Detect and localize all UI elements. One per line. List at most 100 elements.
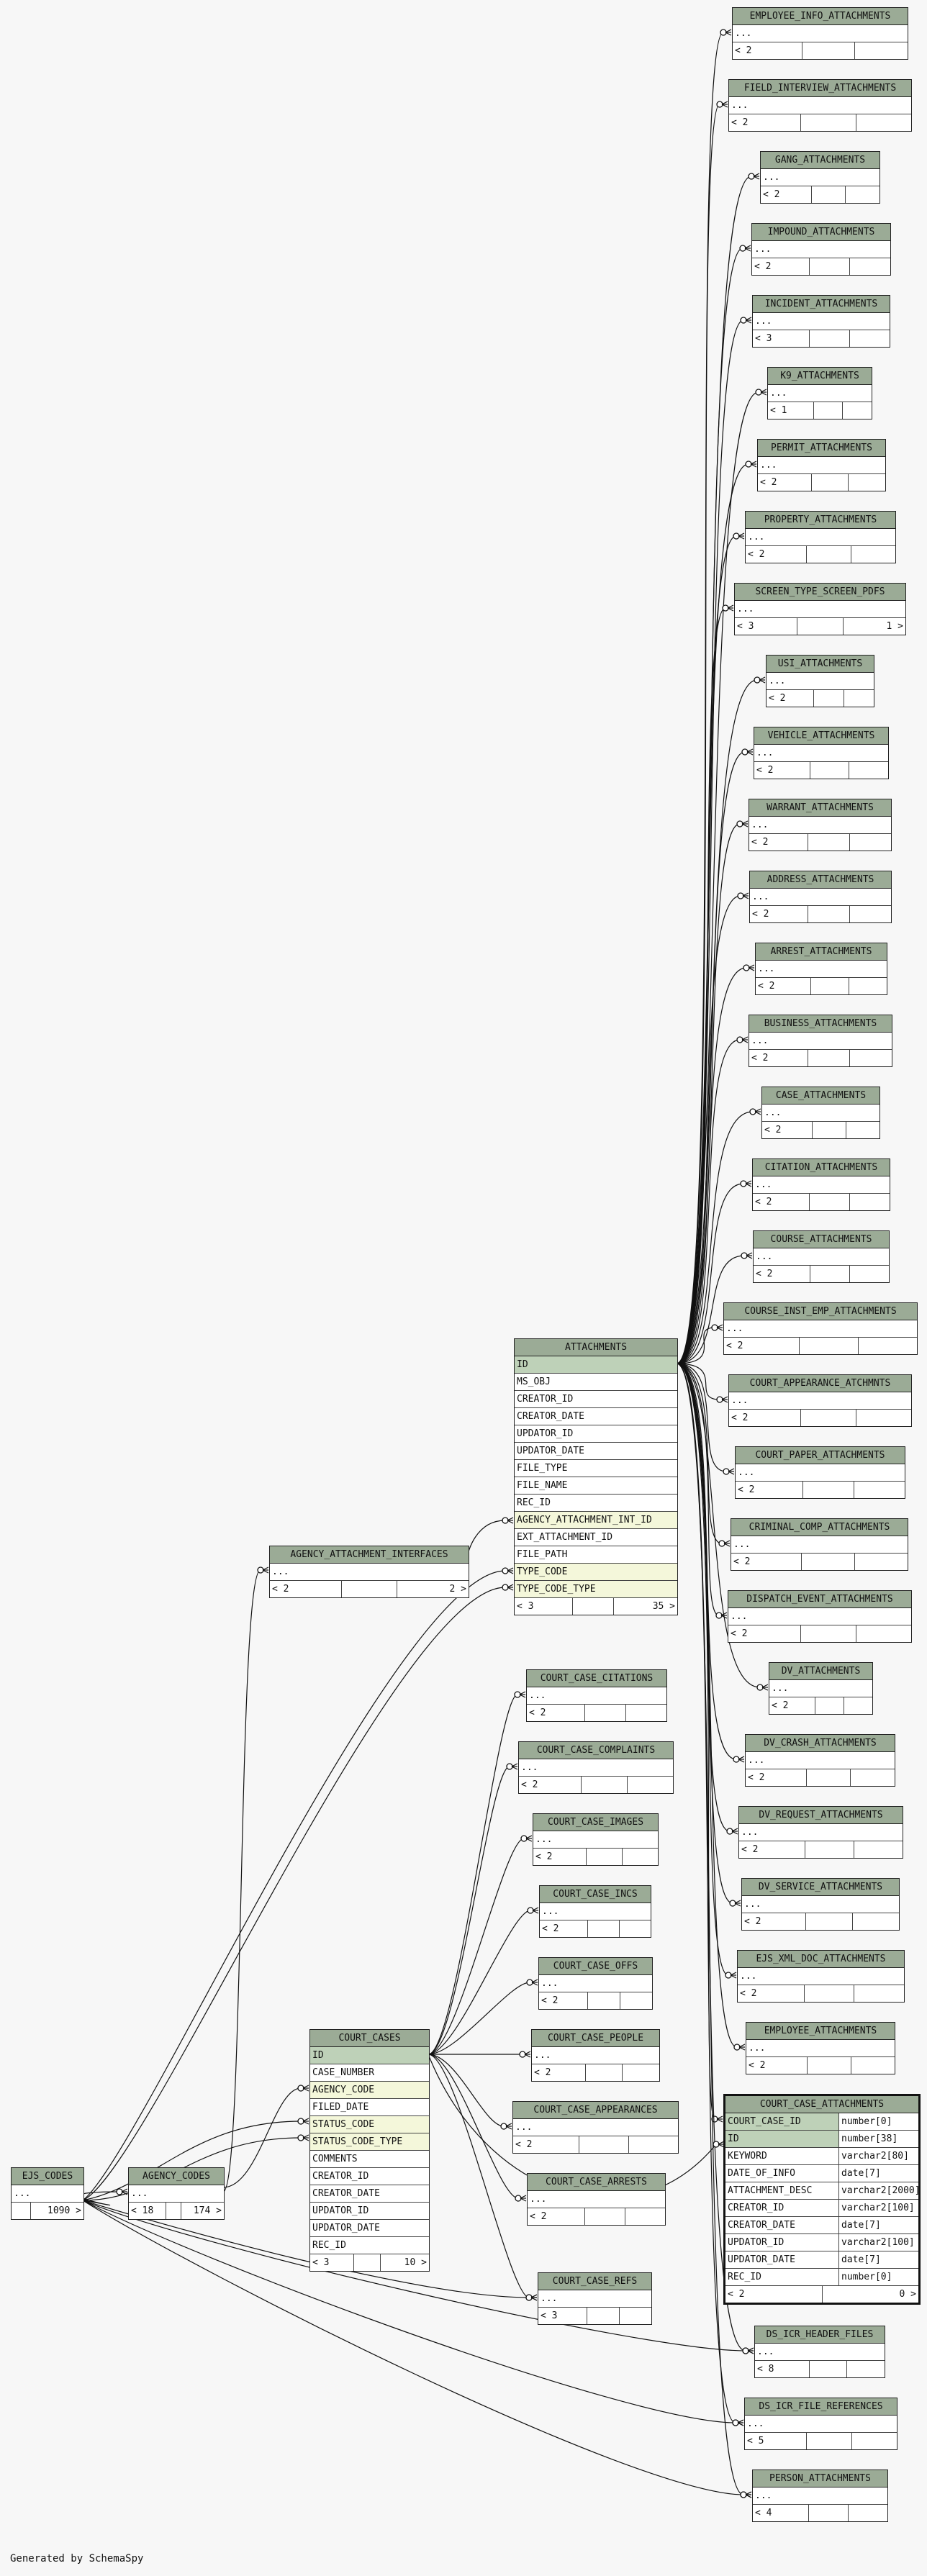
table-footer: < 2: [753, 1194, 890, 1210]
crowfoot-mark: [738, 2046, 746, 2051]
table-court-case-offs[interactable]: COURT_CASE_OFFS...< 2: [538, 1957, 653, 2010]
crowfoot-mark: [738, 532, 745, 537]
child-count: [629, 2136, 678, 2153]
child-count: [856, 114, 911, 131]
table-person-attachments[interactable]: PERSON_ATTACHMENTS...< 4: [752, 2470, 888, 2522]
table-ds-icr-header-files[interactable]: DS_ICR_HEADER_FILES...< 8: [754, 2326, 885, 2378]
table-dispatch-event-attachments[interactable]: DISPATCH_EVENT_ATTACHMENTS...< 2: [728, 1590, 912, 1643]
table-permit-attachments[interactable]: PERMIT_ATTACHMENTS...< 2: [757, 439, 886, 491]
fk-edge-attachments-property-attachments: [676, 535, 737, 1364]
table-course-attachments[interactable]: COURSE_ATTACHMENTS...< 2: [753, 1230, 890, 1283]
collapsed-columns: ...: [754, 745, 888, 762]
table-arrest-attachments[interactable]: ARREST_ATTACHMENTS...< 2: [755, 943, 887, 995]
parent-count: < 5: [745, 2433, 808, 2449]
table-warrant-attachments[interactable]: WARRANT_ATTACHMENTS...< 2: [749, 799, 892, 851]
table-property-attachments[interactable]: PROPERTY_ATTACHMENTS...< 2: [745, 511, 896, 563]
table-ds-icr-file-references[interactable]: DS_ICR_FILE_REFERENCES...< 5: [744, 2398, 897, 2450]
footer-cell: [166, 2203, 181, 2219]
table-address-attachments[interactable]: ADDRESS_ATTACHMENTS...< 2: [749, 871, 892, 923]
table-court-case-refs[interactable]: COURT_CASE_REFS...< 3: [538, 2272, 652, 2325]
crowfoot-mark: [744, 245, 751, 249]
table-header: CRIMINAL_COMP_ATTACHMENTS: [731, 1519, 908, 1536]
fk-edge-ejs-codes-attachments-type-code-type: [82, 1587, 506, 2201]
collapsed-columns: ...: [533, 1831, 658, 1849]
column-name: CREATOR_DATE: [725, 2217, 839, 2233]
crowfoot-mark: [511, 1766, 518, 1770]
crowfoot-mark: [507, 1570, 514, 1574]
table-court-case-people[interactable]: COURT_CASE_PEOPLE...< 2: [531, 2029, 660, 2082]
crowfoot-mark: [745, 317, 752, 321]
crowfoot-mark: [721, 104, 728, 108]
parent-count: < 2: [746, 546, 808, 563]
parent-count: < 2: [528, 2208, 585, 2225]
column-row: REC_ID: [310, 2237, 429, 2254]
table-court-case-incs[interactable]: COURT_CASE_INCS...< 2: [539, 1885, 651, 1938]
table-footer: 1090 >: [12, 2203, 83, 2219]
table-court-appearance-atchmnts[interactable]: COURT_APPEARANCE_ATCHMNTS...< 2: [728, 1374, 912, 1427]
collapsed-columns: ...: [768, 385, 872, 402]
table-course-inst-emp-attachments[interactable]: COURSE_INST_EMP_ATTACHMENTS...< 2: [723, 1302, 918, 1355]
table-usi-attachments[interactable]: USI_ATTACHMENTS...< 2: [766, 655, 874, 707]
table-impound-attachments[interactable]: IMPOUND_ATTACHMENTS...< 2: [751, 223, 891, 276]
table-dv-request-attachments[interactable]: DV_REQUEST_ATTACHMENTS...< 2: [738, 1806, 903, 1859]
table-case-attachments[interactable]: CASE_ATTACHMENTS...< 2: [761, 1087, 880, 1139]
table-field-interview-attachments[interactable]: FIELD_INTERVIEW_ATTACHMENTS...< 2: [728, 79, 912, 132]
fk-end-permit-attachments: [745, 461, 752, 468]
child-count: [850, 258, 890, 275]
crowfoot-mark: [532, 1910, 539, 1914]
fk-edge-attachments-course-inst-emp-attachments: [676, 1327, 715, 1364]
table-business-attachments[interactable]: BUSINESS_ATTACHMENTS...< 2: [749, 1015, 892, 1067]
table-footer: < 4: [753, 2505, 887, 2521]
table-k9-attachments[interactable]: K9_ATTACHMENTS...< 1: [767, 367, 872, 419]
table-header: DV_SERVICE_ATTACHMENTS: [742, 1879, 899, 1896]
crowfoot-mark: [745, 319, 752, 324]
table-employee-attachments[interactable]: EMPLOYEE_ATTACHMENTS...< 2: [746, 2022, 895, 2074]
crowfoot-mark: [730, 1972, 737, 1976]
fk-edge-attachments-address-attachments: [676, 895, 741, 1364]
table-citation-attachments[interactable]: CITATION_ATTACHMENTS...< 2: [752, 1158, 890, 1211]
table-header: COURT_CASE_CITATIONS: [527, 1670, 666, 1687]
table-header: ADDRESS_ATTACHMENTS: [750, 871, 891, 889]
table-dv-service-attachments[interactable]: DV_SERVICE_ATTACHMENTS...< 2: [741, 1878, 900, 1931]
table-court-case-arrests[interactable]: COURT_CASE_ARRESTS...< 2: [527, 2173, 666, 2226]
table-ejs-xml-doc-attachments[interactable]: EJS_XML_DOC_ATTACHMENTS...< 2: [737, 1950, 905, 2003]
fk-end-agency-codes: [116, 2188, 123, 2195]
table-dv-crash-attachments[interactable]: DV_CRASH_ATTACHMENTS...< 2: [745, 1734, 895, 1787]
footer-cell: [806, 1913, 853, 1930]
table-gang-attachments[interactable]: GANG_ATTACHMENTS...< 2: [760, 151, 880, 204]
crowfoot-mark: [530, 2294, 538, 2298]
collapsed-columns: ...: [528, 2191, 665, 2208]
collapsed-columns: ...: [749, 817, 891, 834]
table-dv-attachments[interactable]: DV_ATTACHMENTS...< 2: [769, 1662, 873, 1715]
parent-count: < 2: [728, 1625, 801, 1642]
crowfoot-mark: [748, 964, 755, 969]
table-vehicle-attachments[interactable]: VEHICLE_ATTACHMENTS...< 2: [754, 727, 889, 779]
parent-count: < 2: [532, 2064, 586, 2081]
table-court-case-citations[interactable]: COURT_CASE_CITATIONS...< 2: [526, 1669, 667, 1722]
crowfoot-mark: [760, 391, 767, 396]
fk-end-attachments-agency-attachment-int-id: [502, 1517, 509, 1524]
crowfoot-mark: [746, 748, 754, 753]
table-court-case-images[interactable]: COURT_CASE_IMAGES...< 2: [533, 1813, 659, 1866]
table-employee-info-attachments[interactable]: EMPLOYEE_INFO_ATTACHMENTS...< 2: [732, 7, 908, 60]
table-header: CITATION_ATTACHMENTS: [753, 1159, 890, 1176]
table-ejs-codes[interactable]: EJS_CODES...1090 >: [11, 2167, 84, 2220]
table-court-case-appearances[interactable]: COURT_CASE_APPEARANCES...< 2: [512, 2101, 679, 2154]
table-criminal-comp-attachments[interactable]: CRIMINAL_COMP_ATTACHMENTS...< 2: [731, 1518, 908, 1571]
table-court-case-complaints[interactable]: COURT_CASE_COMPLAINTS...< 2: [518, 1741, 674, 1794]
footer-cell: [803, 1482, 855, 1498]
fk-end-screen-type-screen-pdfs: [722, 604, 729, 612]
table-incident-attachments[interactable]: INCIDENT_ATTACHMENTS...< 3: [752, 295, 890, 348]
table-court-paper-attachments[interactable]: COURT_PAPER_ATTACHMENTS...< 2: [735, 1446, 905, 1499]
child-count: [854, 1985, 904, 2002]
table-footer: < 2: [738, 1985, 904, 2002]
